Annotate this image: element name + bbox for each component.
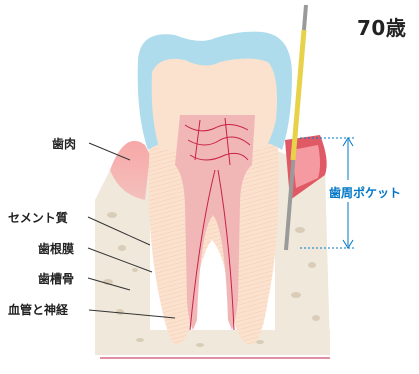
age-label: 70歳 — [357, 12, 406, 41]
gum-label: 歯肉 — [52, 137, 76, 151]
cementum-label: セメント質 — [8, 211, 68, 225]
vessels-nerves-label: 血管と神経 — [8, 303, 68, 317]
periodontal-ligament-label: 歯根膜 — [38, 242, 74, 256]
pocket-label: 歯周ポケット — [329, 184, 401, 201]
alveolar-bone-label: 歯槽骨 — [38, 272, 74, 286]
